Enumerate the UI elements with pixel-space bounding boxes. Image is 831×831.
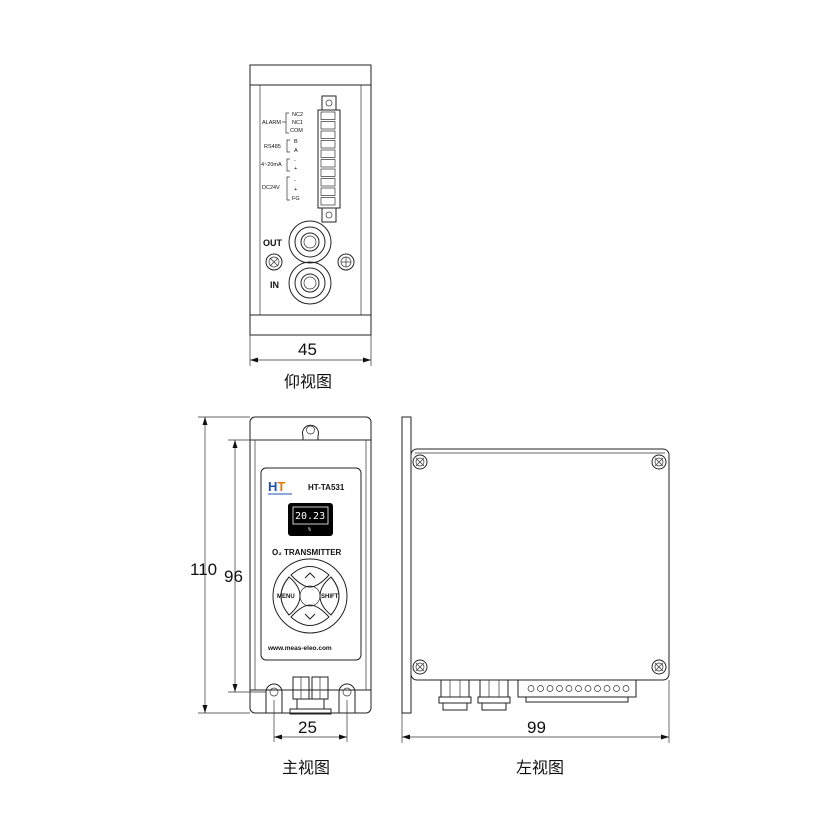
label-a: A [294,148,298,154]
keypad: MENU SHIFT [272,558,348,634]
mounting-hole-top [302,424,319,440]
terminal-slot [320,159,336,168]
side-view: 99 左视图 [401,416,670,777]
bottom-view-outline [249,64,372,336]
terminal-slot [320,197,336,206]
terminal-pin [622,685,630,692]
terminal-pin [603,685,611,692]
terminal-slot [320,111,336,120]
label-b: B [294,139,298,145]
caption-bottom-view: 仰视图 [284,372,332,391]
down-key[interactable] [290,604,330,626]
product-name: O₂ TRANSMITTER [272,548,342,557]
keypad-ring [272,558,348,634]
terminal-pin [527,685,535,692]
label-in: IN [270,280,279,290]
brand-logo: HT [268,479,285,494]
screw-right [337,253,355,271]
lcd-unit: % [308,527,311,533]
screw-left [265,253,283,271]
label-minus-1: - [294,158,296,164]
menu-button[interactable]: MENU [277,576,301,616]
terminal-slot [320,168,336,177]
mounting-hole-bottom-right [338,683,356,713]
side-terminal-block [517,679,637,703]
label-minus-2: - [294,178,296,184]
label-out: OUT [263,238,283,248]
screw-top-right [651,454,667,470]
caption-front-view: 主视图 [282,758,330,777]
dimension-99-label: 99 [527,718,546,737]
terminal-pin [546,685,554,692]
side-fitting-1 [438,679,472,711]
terminal-pin [584,685,592,692]
screw-bottom-left [412,659,428,675]
side-view-plate [401,416,412,714]
gas-fittings [289,676,332,715]
model-name: HT-TA531 [308,483,345,492]
mounting-hole-bottom-left [265,683,283,713]
screw-bottom-right [651,659,667,675]
terminal-slot [320,121,336,130]
terminal-pin [575,685,582,692]
dimension-25-label: 25 [298,718,317,737]
port-in: IN [270,261,332,305]
screw-top-left [412,454,428,470]
up-key[interactable] [290,566,330,588]
dimension-25: 25 [273,700,348,742]
side-view-body [410,448,670,681]
label-plus-1: + [294,166,297,172]
port-out: OUT [263,220,332,264]
label-nc1: NC1 [292,120,303,126]
dimension-45: 45 [249,335,372,366]
lcd-value: 20.23 [295,511,325,522]
terminal-slot [320,140,336,149]
caption-side-view: 左视图 [516,758,564,777]
terminal-slot [320,130,336,139]
shift-button[interactable]: SHIFT [319,576,340,616]
dimension-110: 110 [190,416,250,714]
terminal-block [317,95,341,223]
side-fitting-2 [477,679,511,711]
front-panel [260,467,362,661]
label-alarm: ALARM [262,120,281,126]
label-com: COM [290,128,303,134]
bottom-view: ALARM NC2 NC1 COM RS485 B A 4~20mA - + D… [249,64,372,391]
website-url: www.meas-eleo.com [267,645,332,652]
terminal-slot [320,187,336,196]
dimension-99: 99 [401,680,670,743]
lcd-display: 20.23 % [288,503,333,536]
terminal-pin [613,685,620,692]
label-4-20ma: 4~20mA [261,162,282,168]
front-view-outline [249,416,372,714]
label-nc2: NC2 [292,112,303,118]
front-view: HT HT-TA531 20.23 % O₂ TRANSMITTER [190,416,372,777]
terminal-slot [320,178,336,187]
terminal-pin [556,685,563,692]
dimension-96: 96 [224,439,303,693]
lcd-screen [288,503,333,536]
terminal-slot [320,149,336,158]
menu-button-label: MENU [277,594,295,600]
terminal-pin [565,685,573,692]
terminal-labels: ALARM NC2 NC1 COM RS485 B A 4~20mA - + D… [261,112,303,202]
dimension-45-label: 45 [298,340,317,359]
dimension-110-label: 110 [190,560,217,579]
terminal-pin [594,685,601,692]
label-rs485: RS485 [264,144,281,150]
label-fg: FG [292,196,300,202]
shift-button-label: SHIFT [321,594,339,600]
label-dc24v: DC24V [262,185,280,191]
terminal-pin [537,685,544,692]
label-plus-2: + [294,187,297,193]
dimension-96-label: 96 [224,567,243,586]
